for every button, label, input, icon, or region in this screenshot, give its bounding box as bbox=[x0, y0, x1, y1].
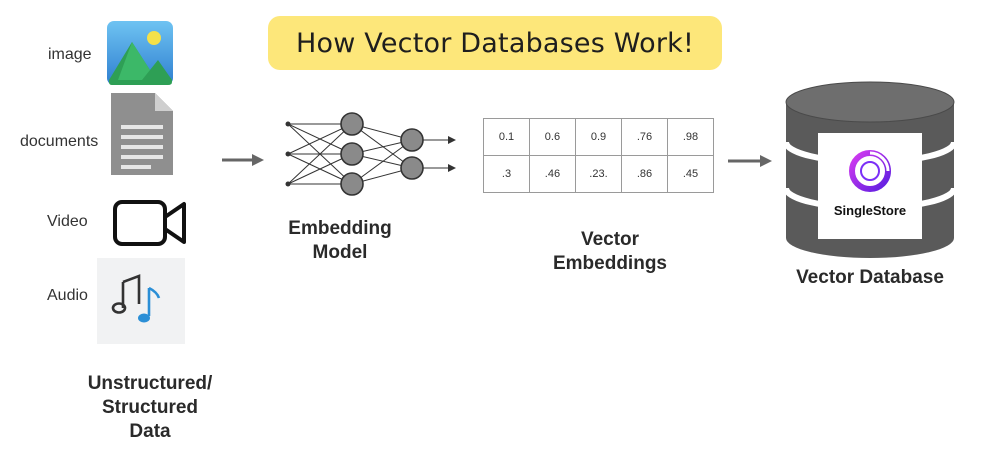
source-caption-line3: Data bbox=[129, 421, 171, 442]
table-cell: .86 bbox=[621, 155, 668, 193]
arrow-right-icon bbox=[222, 154, 264, 166]
model-caption: Embedding Model bbox=[270, 217, 410, 265]
source-caption: Unstructured/ Structured Data bbox=[70, 372, 230, 444]
table-cell: .98 bbox=[666, 118, 715, 156]
database-caption: Vector Database bbox=[796, 267, 944, 288]
table-cell: 0.6 bbox=[528, 118, 576, 156]
table-row: 0.1 0.6 0.9 .76 .98 bbox=[483, 118, 715, 156]
embeddings-caption: Vector Embeddings bbox=[540, 228, 680, 276]
image-icon bbox=[107, 21, 173, 85]
video-label: Video bbox=[47, 213, 88, 230]
table-row: .3 .46 .23. .86 .45 bbox=[483, 155, 715, 193]
table-cell: 0.9 bbox=[574, 118, 623, 156]
title-banner: How Vector Databases Work! bbox=[268, 16, 722, 70]
singlestore-brand-name: SingleStore bbox=[833, 203, 907, 218]
music-note-icon bbox=[97, 258, 185, 344]
arrow-right-icon bbox=[728, 155, 772, 167]
document-icon bbox=[111, 93, 173, 175]
singlestore-logo-icon bbox=[849, 150, 891, 192]
table-cell: .3 bbox=[483, 155, 530, 193]
model-caption-line1: Embedding bbox=[288, 218, 392, 239]
table-cell: 0.1 bbox=[483, 118, 530, 156]
audio-label: Audio bbox=[47, 287, 88, 304]
documents-label: documents bbox=[20, 133, 99, 150]
model-caption-line2: Model bbox=[312, 242, 368, 263]
video-camera-icon bbox=[113, 200, 186, 246]
image-label: image bbox=[48, 46, 92, 63]
table-cell: .46 bbox=[528, 155, 576, 193]
embeddings-caption-line2: Embeddings bbox=[552, 253, 667, 274]
page-title: How Vector Databases Work! bbox=[296, 27, 694, 59]
table-cell: .45 bbox=[666, 155, 715, 193]
embeddings-caption-line1: Vector bbox=[580, 229, 640, 250]
source-caption-line2: Structured bbox=[101, 397, 199, 418]
neural-network-icon bbox=[285, 112, 456, 196]
embeddings-table: 0.1 0.6 0.9 .76 .98 .3 .46 .23. .86 .45 bbox=[483, 118, 715, 193]
source-caption-line1: Unstructured/ bbox=[87, 373, 213, 394]
table-cell: .23. bbox=[574, 155, 623, 193]
table-cell: .76 bbox=[621, 118, 668, 156]
